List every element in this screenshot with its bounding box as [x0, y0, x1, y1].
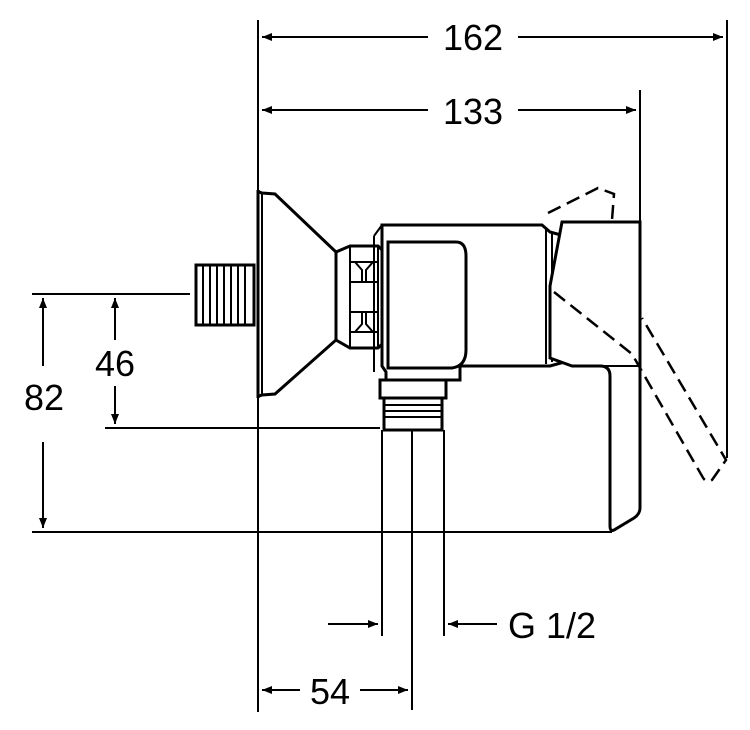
dimension-133: 133 — [262, 91, 636, 132]
dim-label-82: 82 — [24, 377, 64, 418]
lever-alternate-position — [547, 186, 728, 483]
dimension-54: 54 — [262, 671, 408, 712]
dim-label-162: 162 — [443, 17, 503, 58]
dimension-thread: G 1/2 — [328, 605, 596, 646]
mixer-body — [373, 223, 574, 382]
outlet-connector — [378, 378, 448, 432]
dimension-46: 46 — [95, 298, 135, 424]
dimension-162: 162 — [262, 17, 723, 58]
wall-rosette — [256, 189, 338, 399]
inlet-threaded-nipple — [194, 263, 256, 327]
dim-label-thread: G 1/2 — [508, 605, 596, 646]
lever-handle — [548, 220, 642, 532]
dim-label-46: 46 — [95, 343, 135, 384]
union-nut — [334, 244, 390, 350]
dim-label-133: 133 — [443, 91, 503, 132]
dim-label-54: 54 — [310, 671, 350, 712]
dimension-82: 82 — [24, 298, 64, 528]
